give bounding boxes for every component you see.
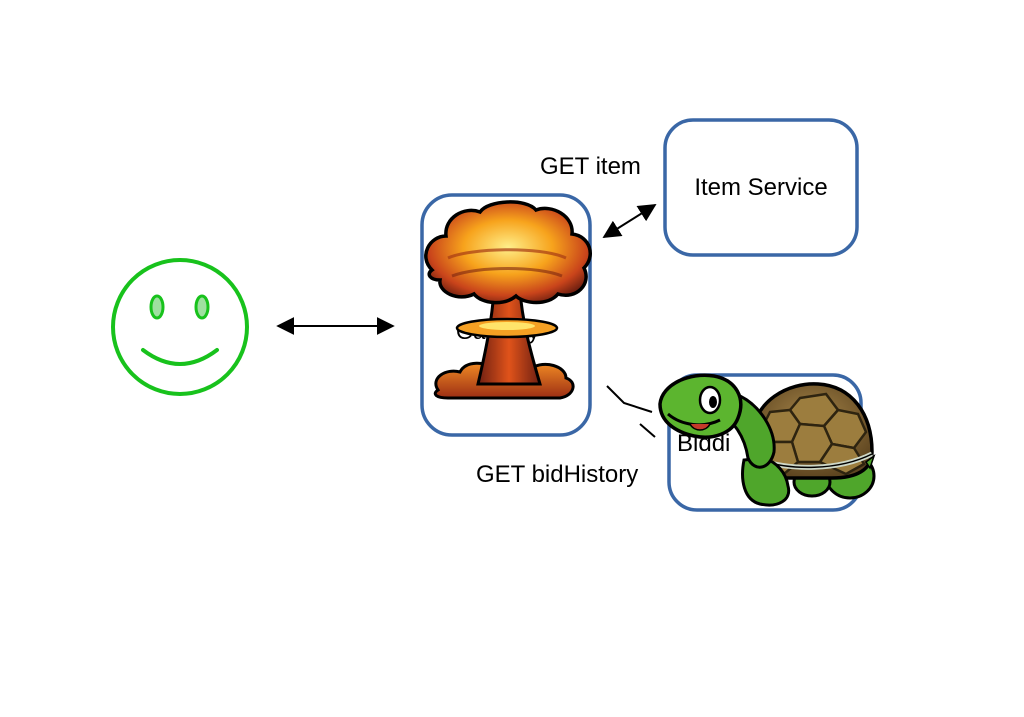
item-service-label: Item Service bbox=[694, 174, 827, 201]
mushroom-cloud-icon bbox=[424, 200, 592, 400]
get-item-label: GET item bbox=[540, 153, 641, 180]
smiley-face-icon bbox=[111, 258, 249, 396]
gateway-item-connector bbox=[602, 204, 657, 238]
turtle-icon bbox=[658, 373, 876, 507]
get-bid-history-label: GET bidHistory bbox=[476, 461, 638, 488]
item-service-node: Item Service bbox=[663, 118, 859, 257]
gateway-bidding-connector bbox=[606, 385, 656, 438]
